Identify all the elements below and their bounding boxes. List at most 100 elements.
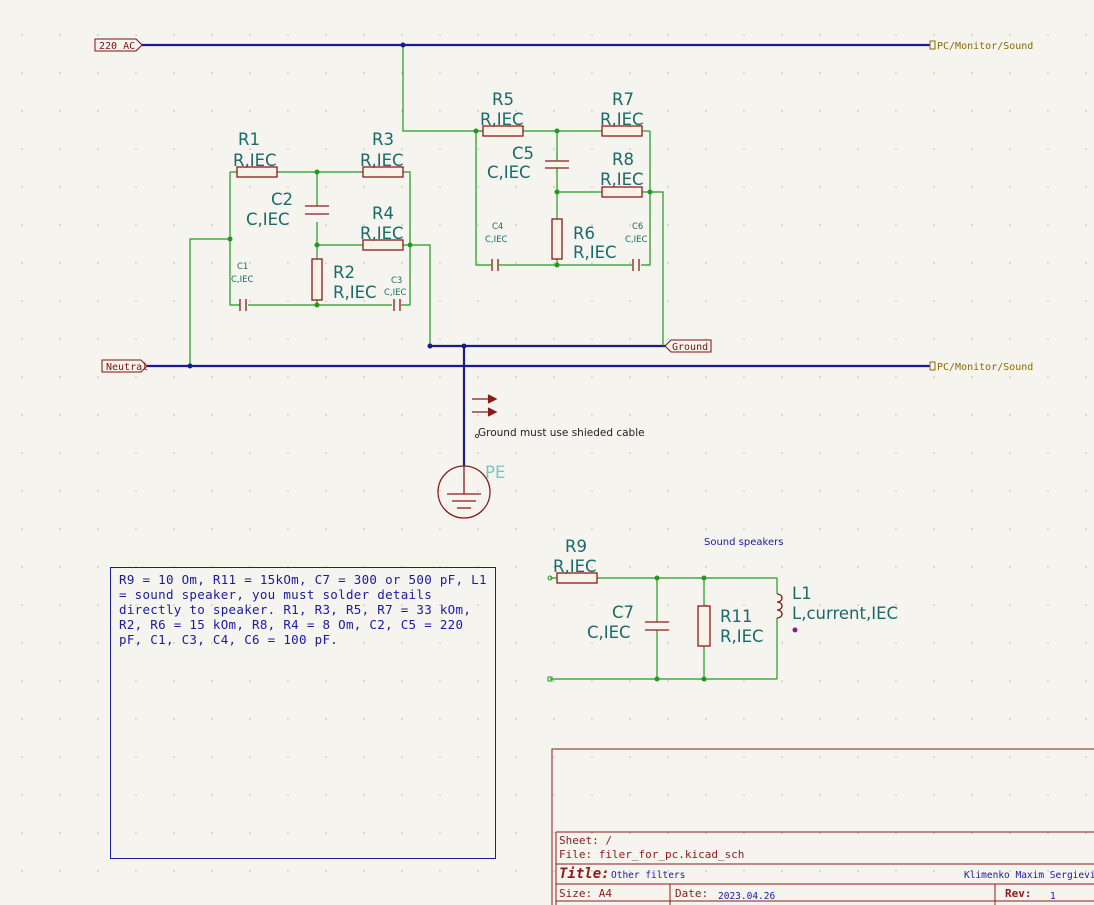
capacitor-c7[interactable]	[645, 621, 669, 631]
grid-dot	[287, 794, 289, 796]
grid-dot	[515, 832, 517, 834]
grid-dot	[667, 794, 669, 796]
grid-dot	[933, 490, 935, 492]
grid-dot	[553, 262, 555, 264]
earth-ground-symbol[interactable]	[437, 465, 491, 519]
grid-dot	[97, 34, 99, 36]
grid-dot	[59, 528, 61, 530]
grid-dot	[819, 642, 821, 644]
grid-dot	[667, 566, 669, 568]
pin-end	[547, 575, 553, 581]
grid-dot	[971, 832, 973, 834]
grid-dot	[971, 642, 973, 644]
grid-dot	[173, 414, 175, 416]
label-neutral[interactable]: Neutral	[101, 359, 148, 373]
resistor-r3[interactable]	[362, 166, 404, 178]
grid-dot	[1009, 566, 1011, 568]
label-220ac[interactable]: 220 AC	[94, 38, 143, 52]
resistor-r6[interactable]	[551, 218, 563, 260]
grid-dot	[553, 528, 555, 530]
grid-dot	[819, 528, 821, 530]
grid-dot	[173, 376, 175, 378]
grid-dot	[135, 186, 137, 188]
capacitor-c6[interactable]	[632, 259, 640, 271]
resistor-r1[interactable]	[236, 166, 278, 178]
capacitor-c2[interactable]	[305, 205, 329, 215]
resistor-r9[interactable]	[556, 572, 598, 584]
grid-dot	[743, 224, 745, 226]
grid-dot	[933, 604, 935, 606]
capacitor-c4[interactable]	[491, 259, 499, 271]
grid-dot	[211, 186, 213, 188]
grid-dot	[21, 34, 23, 36]
grid-dot	[705, 34, 707, 36]
grid-dot	[553, 186, 555, 188]
grid-dot	[705, 452, 707, 454]
grid-dot	[705, 718, 707, 720]
grid-dot	[135, 148, 137, 150]
capacitor-c5[interactable]	[545, 155, 569, 172]
grid-dot	[1085, 72, 1087, 74]
inductor-l1[interactable]	[776, 593, 783, 619]
grid-dot	[401, 756, 403, 758]
wire[interactable]	[189, 238, 230, 366]
grid-dot	[1009, 186, 1011, 188]
resistor-r4[interactable]	[362, 239, 404, 251]
wire[interactable]	[401, 171, 411, 306]
grid-dot	[477, 72, 479, 74]
ref-r1: R1	[238, 130, 260, 149]
grid-dot	[515, 148, 517, 150]
junction	[473, 128, 479, 134]
ref-c5: C5	[512, 144, 534, 163]
wire[interactable]	[641, 131, 651, 266]
grid-dot	[21, 680, 23, 682]
grid-dot	[439, 718, 441, 720]
resistor-r7[interactable]	[601, 125, 643, 137]
notes-text-box[interactable]: R9 = 10 Om, R11 = 15kOm, C7 = 300 or 500…	[110, 567, 496, 859]
notes-text: R9 = 10 Om, R11 = 15kOm, C7 = 300 or 500…	[119, 572, 487, 647]
wire[interactable]	[475, 131, 491, 266]
grid-dot	[971, 490, 973, 492]
grid-dot	[705, 338, 707, 340]
grid-dot	[1085, 680, 1087, 682]
grid-dot	[363, 300, 365, 302]
val-r3: R,IEC	[360, 151, 404, 170]
grid-dot	[439, 642, 441, 644]
grid-dot	[933, 794, 935, 796]
grid-dot	[1085, 604, 1087, 606]
grid-dot	[287, 642, 289, 644]
label-output-bottom[interactable]: PC/Monitor/Sound	[929, 361, 1033, 373]
grid-dot	[59, 224, 61, 226]
resistor-r5[interactable]	[482, 125, 524, 137]
ref-c4: C4	[492, 222, 503, 232]
grid-dot	[819, 566, 821, 568]
wire[interactable]	[403, 244, 431, 346]
grid-dot	[515, 414, 517, 416]
grid-dot	[173, 262, 175, 264]
grid-dot	[173, 870, 175, 872]
grid-dot	[287, 832, 289, 834]
grid-dot	[173, 148, 175, 150]
grid-dot	[705, 186, 707, 188]
grid-dot	[363, 34, 365, 36]
resistor-r8[interactable]	[601, 186, 643, 198]
wire[interactable]	[402, 45, 483, 132]
wire[interactable]	[229, 172, 240, 306]
grid-dot	[363, 186, 365, 188]
grid-dot	[591, 338, 593, 340]
grid-dot	[1009, 680, 1011, 682]
capacitor-c1[interactable]	[239, 299, 247, 311]
grid-dot	[743, 338, 745, 340]
label-ground[interactable]: Ground	[664, 339, 712, 353]
capacitor-c3[interactable]	[393, 299, 401, 311]
grid-dot	[477, 490, 479, 492]
grid-dot	[781, 414, 783, 416]
resistor-r2[interactable]	[311, 258, 323, 301]
grid-dot	[933, 262, 935, 264]
wire[interactable]	[642, 191, 664, 346]
resistor-r11[interactable]	[697, 605, 711, 647]
grid-dot	[477, 528, 479, 530]
grid-dot	[743, 414, 745, 416]
label-output-top[interactable]: PC/Monitor/Sound	[929, 40, 1033, 52]
grid-dot	[287, 756, 289, 758]
